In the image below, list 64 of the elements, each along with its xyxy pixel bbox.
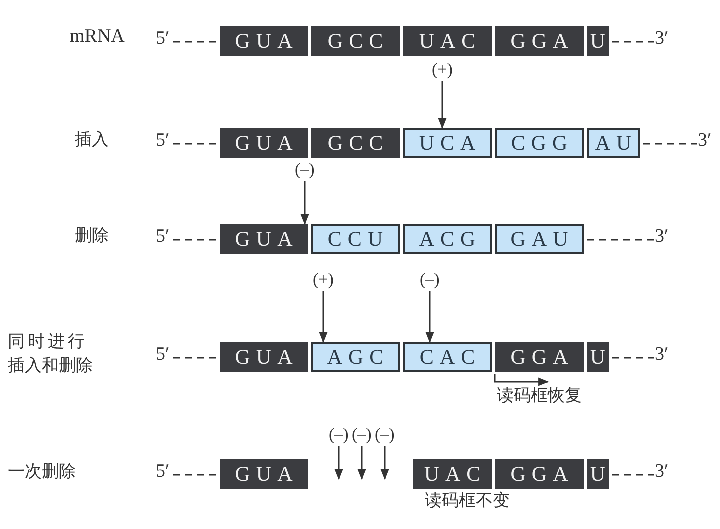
mutation-sign: (+) [432, 60, 453, 80]
sequence-label: 插入 [75, 129, 109, 151]
codon-box: U [587, 459, 609, 489]
arrow [426, 291, 434, 344]
codon-box: CAC [403, 342, 492, 372]
dashed-strand-line [173, 357, 219, 359]
dashed-strand-line [173, 474, 219, 476]
mutation-sign: (–) [329, 425, 349, 445]
codon-box: UAC [403, 26, 492, 56]
strand-end-label: 3′ [655, 461, 669, 483]
codon-box: GUA [220, 224, 308, 254]
codon-box: GAU [495, 224, 584, 254]
strand-end-label: 5′ [156, 130, 170, 152]
codon-box: GCC [311, 128, 400, 158]
strand-end-label: 3′ [655, 28, 669, 50]
codon-box: AU [587, 128, 640, 158]
dashed-strand-line [612, 474, 654, 476]
strand-end-label: 3′ [655, 226, 669, 248]
arrow [358, 446, 366, 480]
codon-box: GUA [220, 128, 308, 158]
arrow [300, 181, 310, 226]
codon-box: UAC [413, 459, 492, 489]
arrow [380, 446, 390, 480]
mutation-sign: (–) [375, 425, 395, 445]
dashed-strand-line [612, 357, 654, 359]
codon-box: U [587, 342, 609, 372]
codon-box: UCA [403, 128, 492, 158]
arrow [319, 291, 328, 344]
codon-box: ACG [403, 224, 492, 254]
codon-box: GGA [495, 26, 584, 56]
strand-end-label: 5′ [156, 28, 170, 50]
annotation-text: 读码框恢复 [497, 385, 582, 407]
sequence-label: 一次删除 [8, 461, 76, 483]
mutation-sign: (+) [313, 270, 334, 290]
arrow [334, 446, 344, 480]
strand-end-label: 3′ [655, 344, 669, 366]
strand-end-label: 5′ [156, 344, 170, 366]
dashed-strand-line [173, 41, 219, 43]
mutation-sign: (–) [295, 160, 315, 180]
strand-end-label: 5′ [156, 226, 170, 248]
dashed-strand-line [173, 143, 219, 145]
codon-box: CGG [495, 128, 584, 158]
dashed-strand-line [643, 143, 697, 145]
codon-box: U [587, 26, 609, 56]
dashed-strand-line [173, 239, 219, 241]
arrow [438, 81, 447, 130]
codon-box: AGC [311, 342, 400, 372]
dashed-strand-line [587, 239, 654, 241]
codon-box: GUA [220, 342, 308, 372]
codon-box: GUA [220, 459, 308, 489]
codon-box: GUA [220, 26, 308, 56]
mutation-sign: (–) [352, 425, 372, 445]
sequence-label: 删除 [75, 225, 109, 247]
sequence-label: 同时进行插入和删除 [8, 331, 94, 378]
sequence-label: mRNA [70, 26, 125, 48]
mutation-sign: (–) [420, 270, 440, 290]
codon-box: GGA [495, 459, 584, 489]
annotation-text: 读码框不变 [425, 490, 510, 512]
codon-box: GCC [311, 26, 400, 56]
dashed-strand-line [612, 41, 654, 43]
codon-box: CCU [311, 224, 400, 254]
codon-box: GGA [495, 342, 584, 372]
strand-end-label: 3′ [698, 130, 712, 152]
strand-end-label: 5′ [156, 461, 170, 483]
